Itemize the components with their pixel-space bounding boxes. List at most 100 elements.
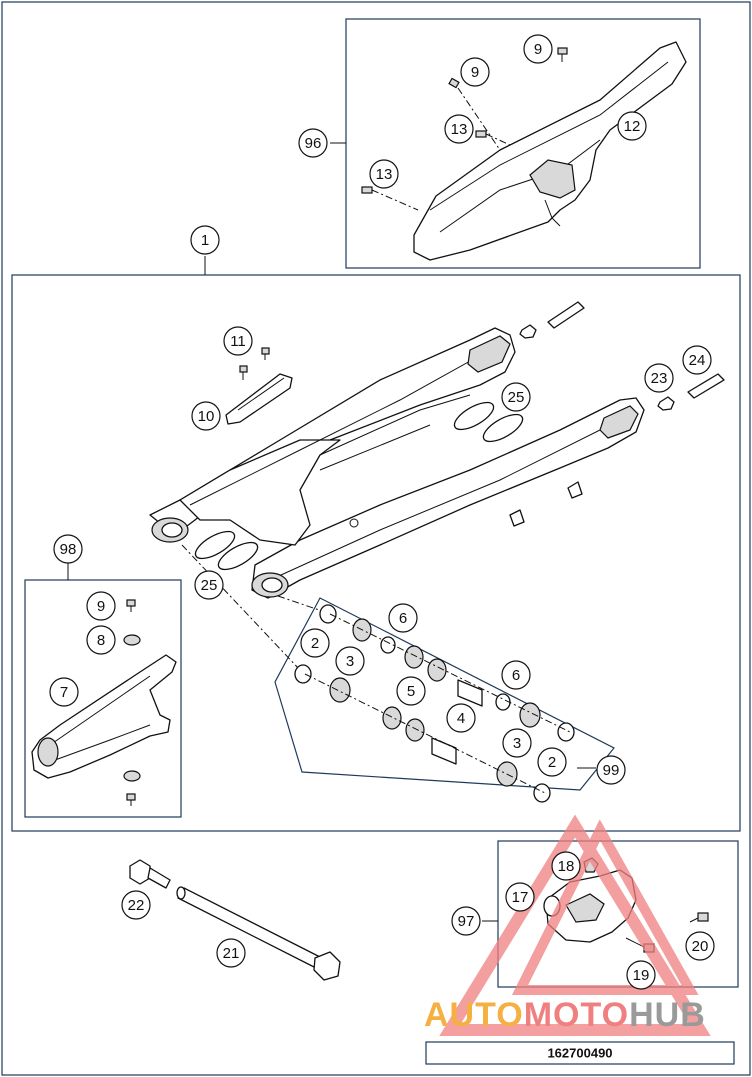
callout-98: 98: [53, 534, 83, 564]
callout-13a: 13: [444, 114, 474, 144]
callout-circle: [86, 591, 116, 621]
callout-19: 19: [626, 960, 656, 990]
callout-10: 10: [191, 401, 221, 431]
bearing-stack-upper: [319, 604, 575, 742]
callout-label: 2: [311, 635, 319, 652]
callout-9b: 9: [460, 57, 490, 87]
callout-9c: 9: [86, 591, 116, 621]
pivot-shaft-21: [176, 886, 341, 981]
swingarm-part-1: [149, 327, 645, 599]
callout-11: 11: [223, 326, 253, 356]
callout-circle: [596, 755, 626, 785]
callout-label: 99: [603, 762, 620, 779]
callout-circle: [682, 345, 712, 375]
callout-circle: [501, 382, 531, 412]
callout-label: 18: [558, 858, 575, 875]
callout-96: 96: [298, 128, 328, 158]
document-number-box: [425, 1041, 735, 1065]
callout-20: 20: [685, 931, 715, 961]
callout-circle: [505, 882, 535, 912]
callout-circle: [396, 676, 426, 706]
callout-layer: 1223345667899910111213131718192021222324…: [49, 34, 715, 990]
callout-circle: [523, 34, 553, 64]
callout-23: 23: [644, 363, 674, 393]
callout-label: 6: [399, 610, 407, 627]
callout-label: 25: [508, 389, 525, 406]
callout-21: 21: [216, 938, 246, 968]
callout-circle: [190, 225, 220, 255]
screws-9-group-98: [126, 599, 136, 806]
callout-circle: [194, 570, 224, 600]
callout-label: 1: [201, 232, 209, 249]
callout-circle: [537, 747, 567, 777]
callout-label: 9: [97, 598, 105, 615]
callout-circle: [451, 906, 481, 936]
callout-label: 98: [60, 541, 77, 558]
callout-label: 10: [198, 408, 215, 425]
bolt-9-left: [448, 77, 501, 151]
callout-circle: [685, 931, 715, 961]
callout-4: 4: [446, 703, 476, 733]
callout-circle: [121, 890, 151, 920]
callout-13b: 13: [369, 159, 399, 189]
callout-22: 22: [121, 890, 151, 920]
callout-circle: [49, 677, 79, 707]
callout-circle: [335, 646, 365, 676]
callout-circle: [298, 128, 328, 158]
callout-label: 2: [548, 754, 556, 771]
callout-label: 13: [376, 166, 393, 183]
callout-6a: 6: [388, 603, 418, 633]
callout-5: 5: [396, 676, 426, 706]
callout-circle: [300, 628, 330, 658]
callout-circle: [444, 114, 474, 144]
axis-right-top: [277, 595, 326, 613]
callout-circle: [502, 728, 532, 758]
callout-circle: [501, 660, 531, 690]
callout-2b: 2: [537, 747, 567, 777]
callout-circle: [626, 960, 656, 990]
callout-circle: [369, 159, 399, 189]
callout-17: 17: [505, 882, 535, 912]
callout-label: 3: [513, 735, 521, 752]
callout-circle: [223, 326, 253, 356]
washer-8: [123, 634, 141, 782]
callout-circle: [460, 57, 490, 87]
pin-top: [519, 301, 585, 339]
callout-label: 96: [305, 135, 322, 152]
chain-guard-part-12: [413, 41, 687, 261]
callout-label: 13: [451, 121, 468, 138]
callout-label: 22: [128, 897, 145, 914]
callout-24: 24: [682, 345, 712, 375]
callout-1: 1: [190, 225, 220, 255]
chain-slider-part-10: [225, 373, 293, 425]
callout-circle: [191, 401, 221, 431]
rubber-pads-25-lower: [194, 530, 259, 571]
callout-label: 23: [651, 370, 668, 387]
callout-label: 9: [534, 41, 542, 58]
callout-3b: 3: [502, 728, 532, 758]
group-98-frame: [24, 579, 182, 818]
callout-circle: [53, 534, 83, 564]
callout-7: 7: [49, 677, 79, 707]
document-number: 162700490: [547, 1046, 612, 1061]
chain-sliding-guard-part-7: [31, 654, 177, 779]
callout-circle: [617, 111, 647, 141]
callout-label: 5: [407, 683, 415, 700]
callout-label: 9: [471, 64, 479, 81]
bearing-stack-lower: [294, 664, 551, 803]
callout-label: 21: [223, 945, 240, 962]
callout-circle: [446, 703, 476, 733]
bolt-20: [689, 912, 709, 923]
callout-label: 6: [512, 667, 520, 684]
bolt-9-top: [557, 47, 568, 62]
callout-97: 97: [451, 906, 481, 936]
callout-6b: 6: [501, 660, 531, 690]
callout-label: 24: [689, 352, 706, 369]
callout-3a: 3: [335, 646, 365, 676]
bolt-13-left: [361, 186, 419, 211]
callout-25b: 25: [194, 570, 224, 600]
watermark-text: AUTOMOTOHUB: [424, 996, 706, 1034]
callout-label: 7: [60, 684, 68, 701]
